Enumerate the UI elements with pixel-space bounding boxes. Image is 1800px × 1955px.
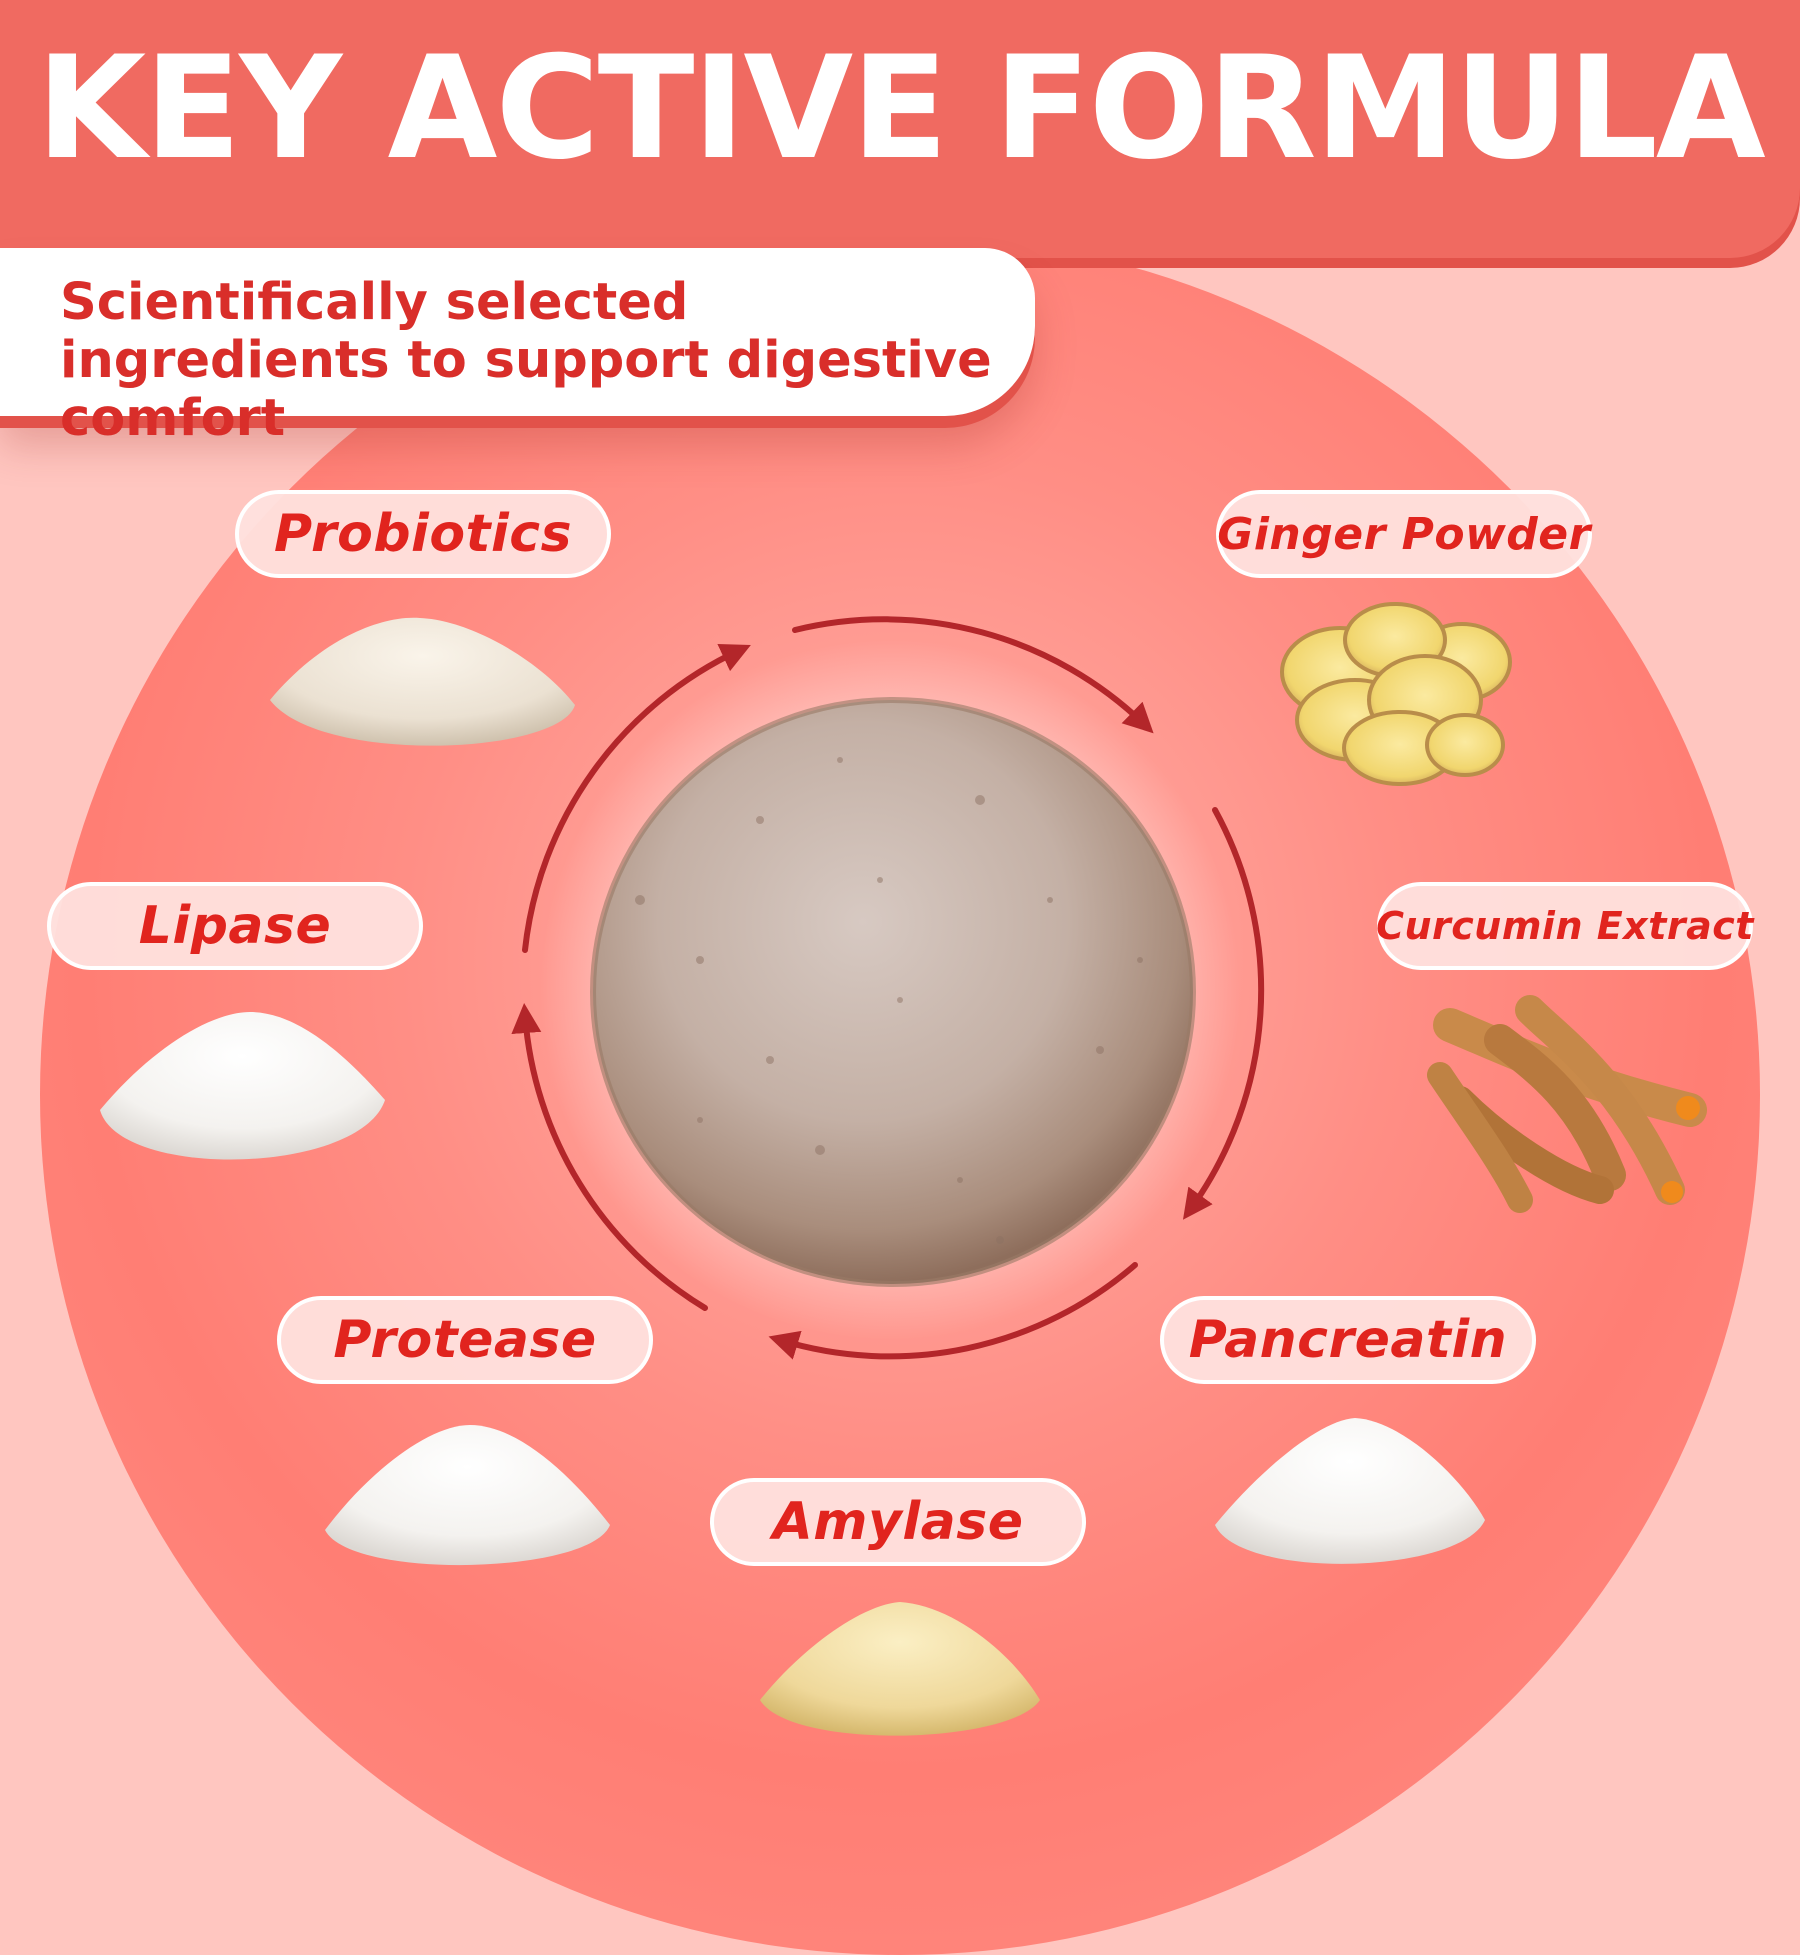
ingredient-pill-lipase: Lipase: [47, 882, 423, 970]
ingredient-label: Lipase: [138, 896, 332, 956]
subtitle-banner: Scientifically selected ingredients to s…: [0, 248, 1035, 448]
ingredient-pill-pancreatin: Pancreatin: [1160, 1296, 1536, 1384]
arrow-right: [1182, 807, 1265, 1220]
arrow-top-left: [522, 643, 751, 953]
amylase-powder-image: [760, 1602, 1040, 1736]
ginger-slices-image: [1280, 602, 1512, 786]
ingredient-pill-ginger-powder: Ginger Powder: [1216, 490, 1592, 578]
ingredient-pill-probiotics: Probiotics: [235, 490, 611, 578]
ingredient-pill-amylase: Amylase: [710, 1478, 1086, 1566]
cycle-arrows: [511, 616, 1265, 1360]
ingredient-label: Pancreatin: [1188, 1310, 1508, 1370]
ingredient-pill-curcumin-extract: Curcumin Extract: [1376, 882, 1754, 970]
subtitle-text: Scientifically selected ingredients to s…: [60, 273, 992, 448]
ingredient-label: Ginger Powder: [1217, 508, 1591, 560]
header-banner: KEY ACTIVE FORMULA: [0, 0, 1800, 258]
protease-powder-image: [325, 1425, 610, 1566]
turmeric-root-image: [1427, 995, 1707, 1213]
arrow-bottom: [768, 1262, 1138, 1360]
lipase-powder-image: [100, 1012, 385, 1160]
ingredient-pill-protease: Protease: [277, 1296, 653, 1384]
pancreatin-powder-image: [1215, 1418, 1485, 1564]
probiotics-powder-image: [270, 617, 575, 746]
ingredient-label: Curcumin Extract: [1376, 904, 1754, 948]
arrow-top-right: [792, 616, 1154, 734]
ingredient-label: Amylase: [772, 1492, 1024, 1552]
tablet-icon: [590, 697, 1196, 1287]
ingredient-label: Protease: [333, 1310, 597, 1370]
ingredient-label: Probiotics: [273, 504, 573, 564]
arrow-left: [511, 1003, 708, 1311]
formula-illustration: [100, 602, 1707, 1736]
page-title: KEY ACTIVE FORMULA: [36, 26, 1766, 191]
